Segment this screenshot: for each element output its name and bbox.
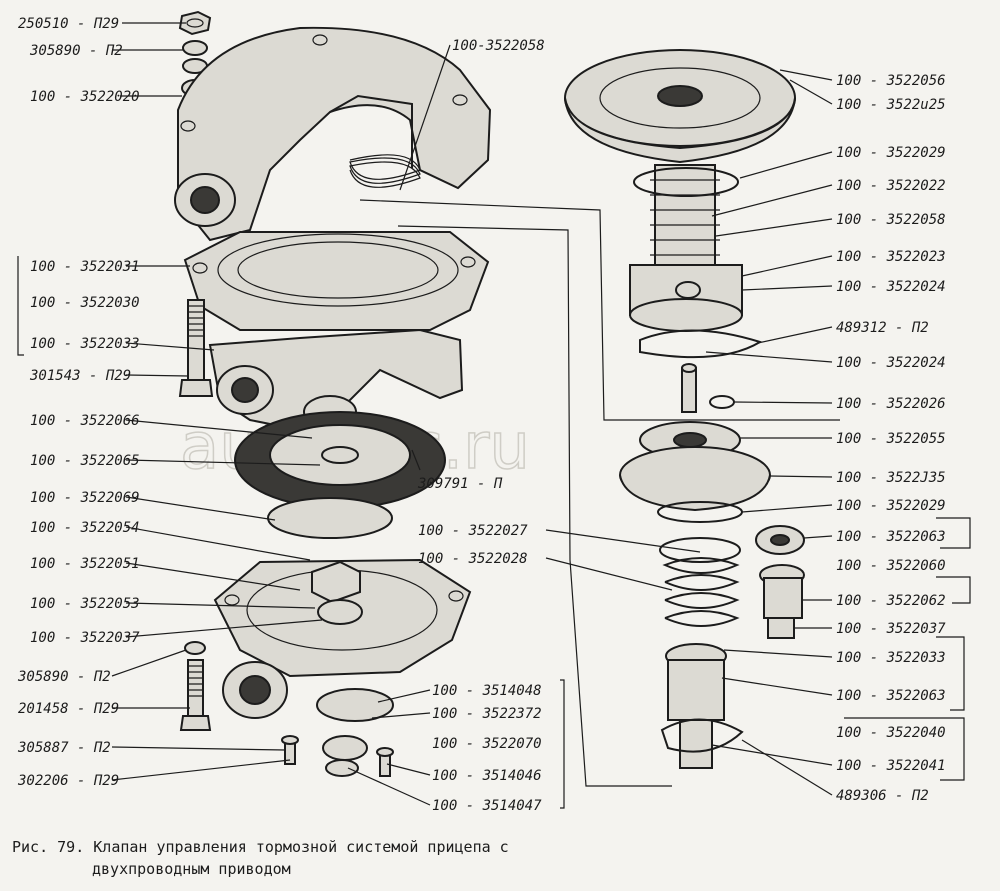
label-3522058-left: 100-3522058: [452, 38, 545, 54]
label-3522024-bottom: 100 - 3522024: [836, 355, 946, 371]
label-3522037-right: 100 - 3522037: [836, 621, 946, 637]
label-201458: 201458 - П29: [18, 701, 119, 717]
valve-stem: [665, 643, 727, 769]
plunger-group: [755, 525, 805, 639]
long-bolt: [178, 299, 214, 397]
leader-lines: [17, 22, 971, 809]
snap-ring-489306: [660, 718, 744, 753]
label-3522055: 100 - 3522055: [836, 431, 946, 447]
label-3522063-bottom: 100 - 3522063: [836, 688, 946, 704]
label-3522022: 100 - 3522022: [836, 178, 946, 194]
label-309791: 309791 - П: [417, 476, 503, 492]
label-3522027: 100 - 3522027: [418, 523, 528, 539]
label-3522069: 100 - 3522069: [30, 490, 140, 506]
label-305890-top: 305890 - П2: [29, 43, 123, 59]
short-bolt: [179, 659, 212, 731]
label-3522029-bottom: 100 - 3522029: [836, 498, 946, 514]
label-3514048: 100 - 3514048: [432, 683, 542, 699]
label-3522033-right: 100 - 3522033: [836, 650, 946, 666]
label-3522035: 100 - 3522J35: [836, 470, 946, 486]
label-3522023: 100 - 3522023: [836, 249, 946, 265]
o-ring-3522026: [709, 395, 735, 409]
part-labels: 250510 - П29 305890 - П2 100 - 3522020 1…: [17, 16, 946, 814]
label-3522053: 100 - 3522053: [30, 596, 140, 612]
middle-flange-body: [183, 231, 490, 331]
label-3522056: 100 - 3522056: [836, 73, 946, 89]
exhaust-cap: [322, 735, 368, 761]
caption-line-1: Рис. 79. Клапан управления тормозной сис…: [12, 838, 509, 856]
label-3522026: 100 - 3522026: [836, 396, 946, 412]
label-489312: 489312 - П2: [836, 320, 929, 336]
upper-cover-housing: [174, 26, 492, 242]
label-3522040: 100 - 3522040: [836, 725, 946, 741]
label-3522072: 100 - 3522372: [432, 706, 542, 722]
label-3522030: 100 - 3522030: [30, 295, 140, 311]
label-3522031: 100 - 3522031: [30, 259, 140, 275]
label-3522063-top: 100 - 3522063: [836, 529, 946, 545]
spring-cap: [659, 537, 741, 563]
label-3522058-right: 100 - 3522058: [836, 212, 946, 228]
label-3522041: 100 - 3522041: [836, 758, 946, 774]
lower-spring: [662, 557, 740, 627]
upper-piston: [629, 264, 743, 332]
lower-disk: [619, 446, 771, 512]
label-3522070: 100 - 3522070: [432, 736, 542, 752]
label-3522025: 100 - 3522u25: [836, 97, 946, 113]
label-3514047: 100 - 3514047: [432, 798, 542, 814]
piston-disc: [267, 497, 393, 539]
spring-ring: [633, 167, 739, 197]
label-305890-bottom: 305890 - П2: [17, 669, 111, 685]
label-3522033-left: 100 - 3522033: [30, 336, 140, 352]
exhaust-valve: [316, 688, 394, 722]
label-3522028: 100 - 3522028: [418, 551, 528, 567]
label-3522051: 100 - 3522051: [30, 556, 140, 572]
caption-line-2: двухпроводным приводом: [92, 860, 291, 878]
lower-housing: [213, 558, 472, 719]
small-screw-left: [281, 735, 299, 765]
snap-ring-489312: [639, 329, 763, 359]
main-spring: [650, 164, 720, 266]
label-3522062: 100 - 3522062: [836, 593, 946, 609]
label-3522060: 100 - 3522060: [836, 558, 946, 574]
label-305887: 305887 - П2: [17, 740, 111, 756]
small-pin: [681, 363, 697, 413]
label-3522037-left: 100 - 3522037: [30, 630, 140, 646]
diaphragm: [234, 411, 446, 509]
label-3514046: 100 - 3514046: [432, 768, 542, 784]
bolt-washer: [184, 641, 206, 655]
label-3522024-top: 100 - 3522024: [836, 279, 946, 295]
label-250510: 250510 - П29: [18, 16, 119, 32]
label-489306: 489306 - П2: [836, 788, 929, 804]
right-assembly: [564, 49, 805, 769]
label-301543: 301543 - П29: [29, 368, 131, 384]
valve-body: [208, 328, 464, 432]
small-screw-right: [376, 747, 394, 777]
label-3522066: 100 - 3522066: [30, 413, 140, 429]
label-3522054: 100 - 3522054: [30, 520, 140, 536]
label-302206: 302206 - П29: [17, 773, 119, 789]
top-washer: [182, 40, 208, 56]
figure-caption: Рис. 79. Клапан управления тормозной сис…: [12, 838, 509, 878]
label-3522020: 100 - 3522020: [30, 89, 140, 105]
exhaust-plate: [325, 759, 359, 777]
top-nut: [178, 10, 212, 36]
label-3522065: 100 - 3522065: [30, 453, 140, 469]
left-assembly: [174, 10, 492, 777]
label-3522029-top: 100 - 3522029: [836, 145, 946, 161]
top-cover-dome: [564, 49, 796, 164]
